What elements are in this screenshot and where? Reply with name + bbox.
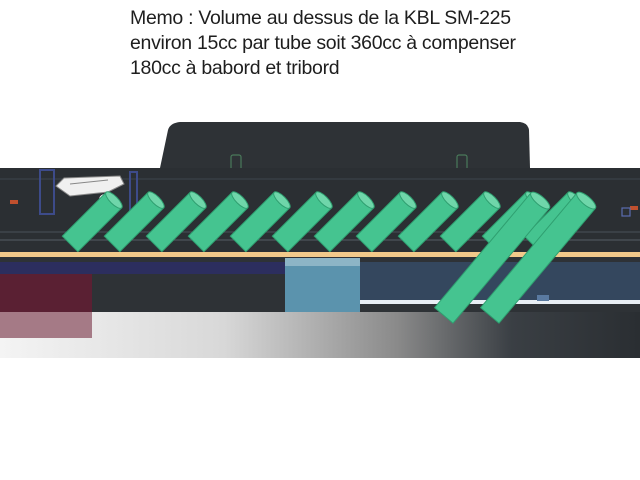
lower-tube: [479, 191, 597, 324]
upper-tube: [187, 191, 249, 253]
upper-tube: [145, 191, 207, 253]
hull-detail-frame: [39, 169, 55, 215]
upper-tube: [439, 191, 501, 253]
upper-tube: [103, 191, 165, 253]
maroon-block: [0, 274, 92, 312]
sail: [160, 122, 530, 168]
pink-block: [0, 312, 92, 338]
memo-text: Memo : Volume au dessus de la KBL SM-225…: [130, 6, 635, 81]
lower-tube: [433, 191, 551, 324]
upper-tube: [61, 191, 123, 253]
upper-tube: [397, 191, 459, 253]
upper-tube: [229, 191, 291, 253]
bottom-gradient: [0, 312, 640, 358]
cyan-box: [285, 258, 360, 312]
memo-line-3: 180cc à babord et tribord: [130, 57, 340, 79]
navy-band: [0, 262, 285, 274]
lower-tubes-group: [433, 191, 597, 324]
upper-tube: [355, 191, 417, 253]
upper-tube: [271, 191, 333, 253]
memo-line-1: Memo : Volume au dessus de la KBL SM-225: [130, 7, 511, 29]
memo-line-2: environ 15cc par tube soit 360cc à compe…: [130, 32, 516, 54]
upper-tube: [313, 191, 375, 253]
deck-strip: [0, 252, 640, 257]
